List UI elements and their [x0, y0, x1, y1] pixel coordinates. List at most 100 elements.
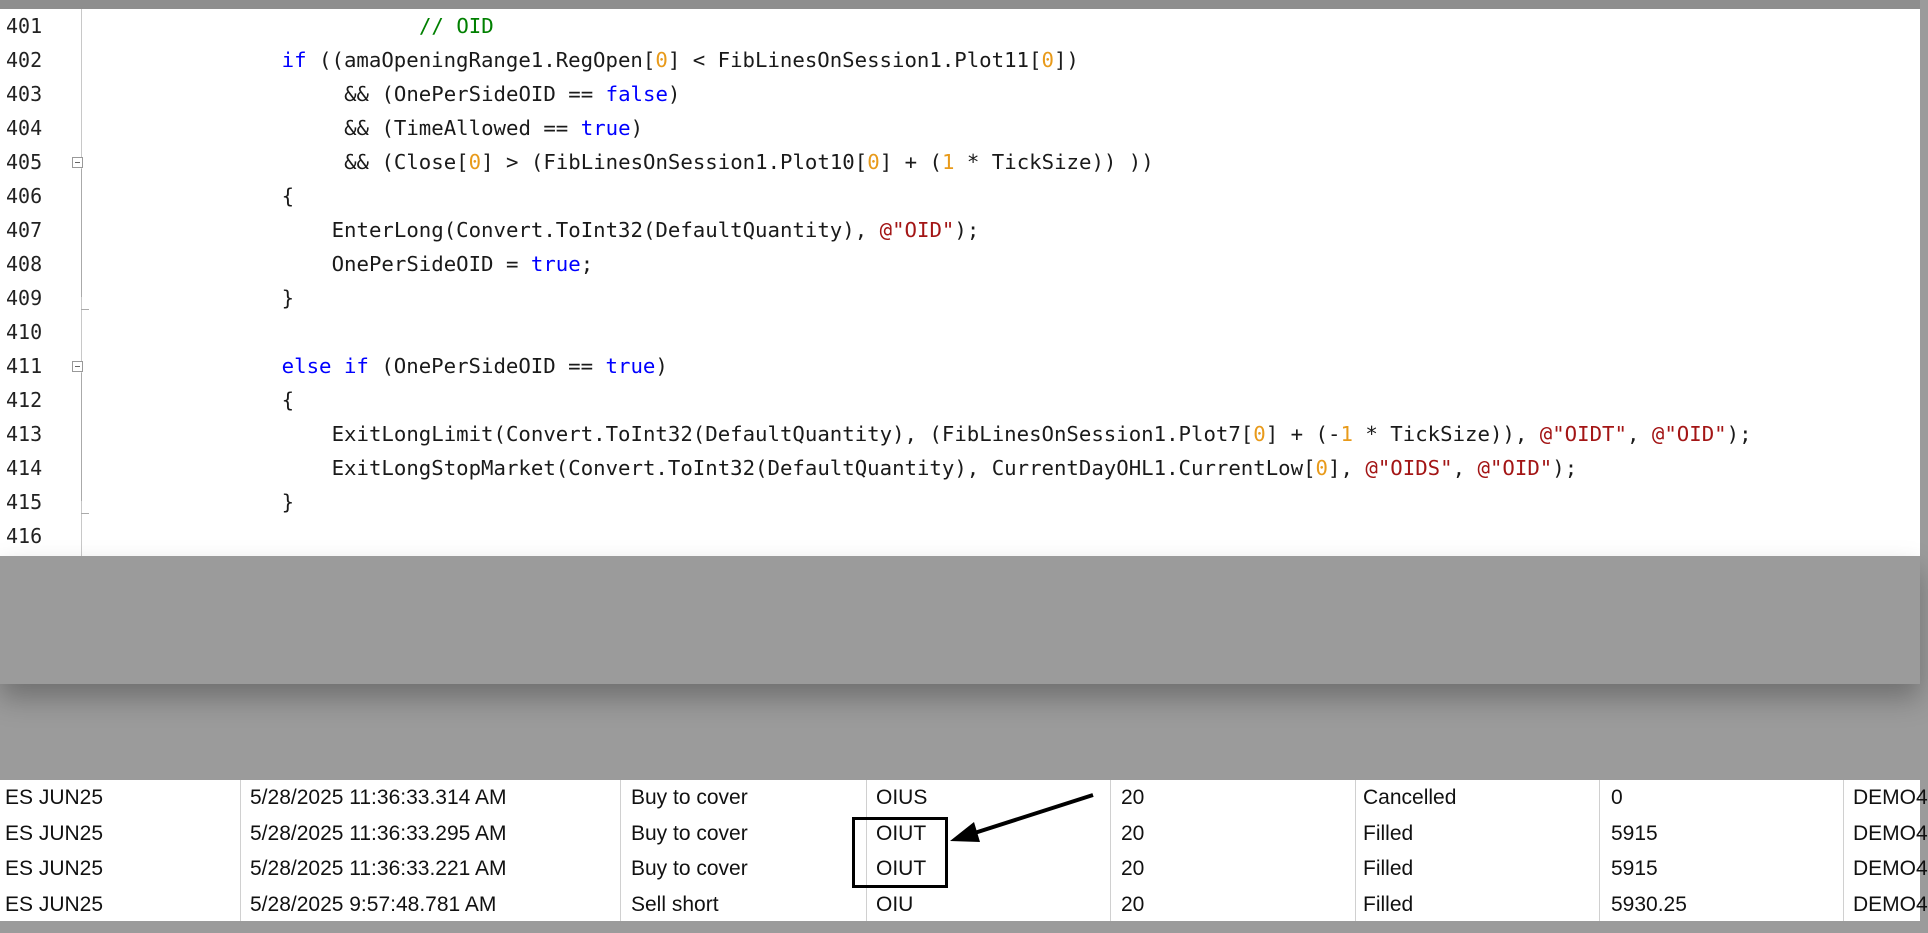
cell-state: Filled	[1363, 857, 1414, 880]
cell-instrument: ES JUN25	[5, 786, 104, 809]
cell-instrument: ES JUN25	[5, 892, 104, 916]
table-row[interactable]: ES JUN25 5/28/2025 11:36:33.314 AM Buy to …	[0, 780, 1928, 815]
code-line: 414 ExitLongStopMarket(Convert.ToInt32(De…	[0, 451, 1920, 485]
code-token: {	[281, 388, 295, 412]
code-token: ,	[1452, 456, 1478, 480]
cell-instrument: ES JUN25	[5, 857, 104, 880]
arrow-head	[950, 822, 980, 842]
code-token: // OID	[418, 14, 494, 38]
cell-action: Buy to cover	[631, 821, 748, 845]
line-number: 412	[6, 388, 43, 412]
code-text: {	[282, 184, 294, 208]
code-token: else	[281, 354, 332, 378]
code-token: false	[605, 82, 668, 106]
code-text: && (Close[0] > (FibLinesOnSession1.Plot1…	[344, 150, 1154, 174]
line-number: 405	[6, 150, 43, 174]
code-text: if ((amaOpeningRange1.RegOpen[0] < FibLi…	[282, 48, 1079, 72]
line-number: 403	[6, 82, 43, 106]
code-line: 412 {	[0, 383, 1920, 417]
line-number: 409	[6, 286, 43, 310]
fold-end-mark	[81, 309, 89, 310]
code-token: if	[281, 48, 307, 72]
column-separator	[1355, 780, 1356, 921]
code-token: (OnePerSideOID ==	[368, 354, 606, 378]
code-line: 405 && (Close[0] > (FibLinesOnSession1.Pl…	[0, 145, 1920, 179]
column-separator	[866, 780, 867, 921]
cell-action: Buy to cover	[631, 857, 748, 880]
empty-panel	[0, 556, 1920, 684]
cell-instrument: ES JUN25	[5, 821, 104, 845]
code-token: );	[1726, 422, 1752, 446]
code-text: // OID	[419, 14, 494, 38]
column-separator	[620, 780, 621, 921]
code-token: && (OnePerSideOID ==	[344, 82, 606, 106]
code-token: true	[530, 252, 581, 276]
line-number: 408	[6, 252, 43, 276]
cell-action: Buy to cover	[631, 786, 748, 809]
cell-state: Filled	[1363, 892, 1414, 916]
code-token: ] < FibLinesOnSession1.Plot11[	[667, 48, 1042, 72]
code-token: )	[667, 82, 681, 106]
line-number: 416	[6, 524, 43, 548]
code-token: ExitLongLimit(Convert.ToInt32(DefaultQua…	[331, 422, 1254, 446]
fold-guide	[81, 169, 82, 297]
code-token: );	[1552, 456, 1578, 480]
line-number: 407	[6, 218, 43, 242]
code-line: 403 && (OnePerSideOID == false)	[0, 77, 1920, 111]
code-token: ;	[580, 252, 594, 276]
line-number: 415	[6, 490, 43, 514]
column-separator	[240, 780, 241, 921]
code-token: 0	[867, 150, 880, 174]
cell-quantity: 20	[1121, 892, 1145, 916]
code-token: 0	[1315, 456, 1329, 480]
code-token: true	[580, 116, 631, 140]
code-token: @"OIDS"	[1365, 456, 1453, 480]
code-token: @"OID"	[1477, 456, 1553, 480]
code-token: 1	[1340, 422, 1353, 446]
code-token: )	[630, 116, 644, 140]
cell-action: Sell short	[631, 892, 719, 916]
code-token: EnterLong(Convert.ToInt32(DefaultQuantit…	[331, 218, 880, 242]
cell-price: 5930.25	[1611, 892, 1687, 916]
code-token: ] + (	[879, 150, 942, 174]
column-separator	[1843, 780, 1844, 921]
orders-grid[interactable]: ES JUN25 5/28/2025 11:36:33.314 AM Buy to …	[0, 780, 1928, 922]
code-token: 0	[655, 48, 668, 72]
code-line: 415}	[0, 485, 1920, 519]
code-text: ExitLongStopMarket(Convert.ToInt32(Defau…	[332, 456, 1578, 480]
code-text: OnePerSideOID = true;	[332, 252, 594, 276]
code-text: ExitLongLimit(Convert.ToInt32(DefaultQua…	[332, 422, 1752, 446]
code-text: else if (OnePerSideOID == true)	[282, 354, 668, 378]
code-line: 411 else if (OnePerSideOID == true)	[0, 349, 1920, 383]
column-separator	[1110, 780, 1111, 921]
cell-account: DEMO4	[1853, 892, 1928, 916]
code-token: }	[281, 286, 295, 310]
line-number: 402	[6, 48, 43, 72]
code-line: 410	[0, 315, 1920, 349]
cell-name: OIUT	[876, 821, 927, 845]
cell-name: OIU	[876, 892, 914, 916]
line-number: 414	[6, 456, 43, 480]
code-token: ])	[1053, 48, 1079, 72]
code-token: * TickSize)),	[1352, 422, 1540, 446]
bottom-border	[0, 921, 1920, 933]
code-line: 409}	[0, 281, 1920, 315]
code-token: )	[655, 354, 668, 378]
code-token: ,	[1626, 422, 1652, 446]
line-number: 411	[6, 354, 43, 378]
collapse-icon[interactable]	[72, 157, 83, 168]
code-line: 416	[0, 519, 1920, 553]
code-token: @"OID"	[879, 218, 955, 242]
code-token: ExitLongStopMarket(Convert.ToInt32(Defau…	[331, 456, 1316, 480]
cell-time: 5/28/2025 11:36:33.314 AM	[250, 786, 507, 809]
code-token: 0	[1041, 48, 1054, 72]
code-text: {	[282, 388, 294, 412]
cell-quantity: 20	[1121, 786, 1145, 809]
cell-price: 5915	[1611, 857, 1658, 880]
cell-account: DEMO4	[1853, 786, 1928, 809]
collapse-icon[interactable]	[72, 361, 83, 372]
